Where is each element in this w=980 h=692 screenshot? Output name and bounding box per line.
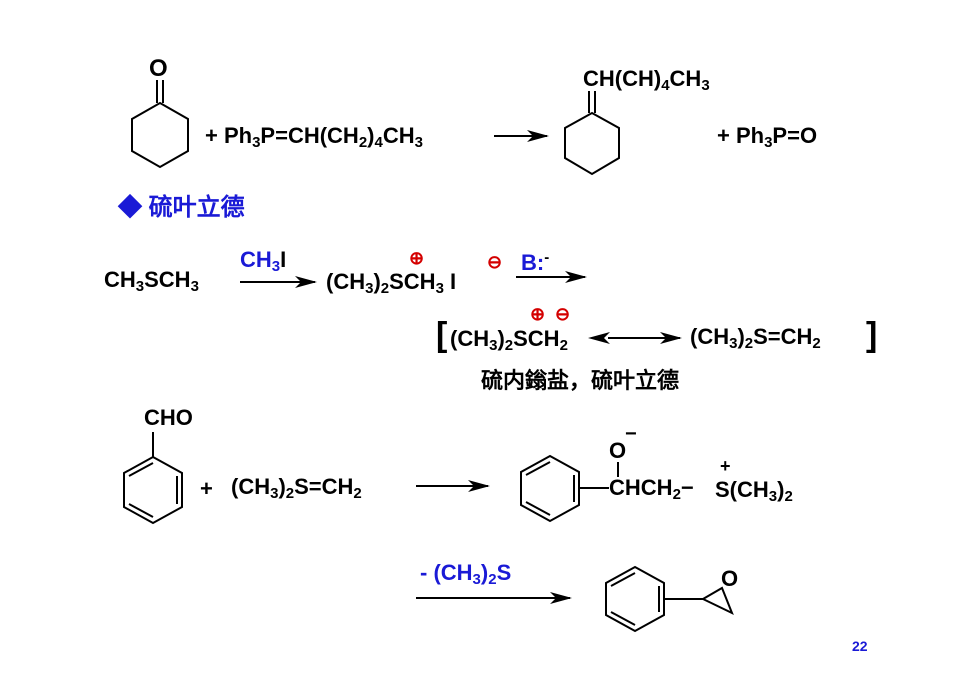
ylide-covalent-form: (CH3)2S=CH2: [690, 324, 821, 352]
betaine-chain: CHCH2−: [609, 475, 694, 503]
epoxide-ring: [702, 586, 734, 616]
triphenylphosphine-oxide: + Ph3P=O: [717, 123, 818, 151]
epoxide-benzene-ring: [605, 565, 665, 633]
benzaldehyde-ring: [123, 455, 183, 525]
sulfonium-plus-charge: ⊕: [409, 248, 425, 268]
ylide-plus-charge: ⊕: [530, 304, 546, 324]
base-label: B:-: [521, 249, 550, 275]
ylide-caption: 硫内鎓盐，硫叶立德: [481, 368, 680, 393]
ketone-oxygen-label: O: [149, 55, 168, 82]
sulfonium-salt: (CH3)2SCH3 I: [326, 269, 457, 297]
aldehyde-group-label: CHO: [144, 405, 193, 430]
ylide-ionic-form: (CH3)2SCH2: [450, 326, 568, 354]
diamond-bullet-icon: ◆: [118, 194, 142, 221]
alkylidene-substituent: CH(CH)4CH3: [583, 66, 710, 94]
resonance-bracket-open: [: [436, 316, 448, 354]
methyl-iodide-reagent: CH3I: [240, 247, 287, 275]
page-number: 22: [852, 638, 868, 654]
alkoxide-minus-charge: −: [625, 423, 637, 445]
wittig-reagent: + Ph3P=CH(CH2)4CH3: [205, 123, 423, 151]
resonance-bracket-close: ]: [866, 316, 878, 354]
intermediate-benzene-ring: [520, 454, 580, 523]
ylide-minus-charge: ⊖: [555, 304, 571, 324]
sulfur-ylide-reagent: (CH3)2S=CH2: [231, 474, 362, 502]
dimethyl-sulfide: CH3SCH3: [104, 267, 199, 295]
dimethylsulfonium-group: S(CH3)2: [715, 477, 793, 505]
section-heading: ◆ 硫叶立德: [118, 194, 245, 221]
plus-sign: +: [200, 476, 213, 501]
alkoxide-oxygen: O: [609, 438, 627, 463]
elimination-label: - (CH3)2S: [420, 560, 512, 588]
iodide-minus-charge: ⊖: [487, 252, 503, 272]
sulfonium-plus-sign: +: [720, 456, 731, 476]
epoxide-oxygen: O: [721, 566, 739, 591]
cyclohexanone-ring: [131, 101, 189, 169]
alkylidenecyclohexane-ring: [564, 111, 620, 176]
